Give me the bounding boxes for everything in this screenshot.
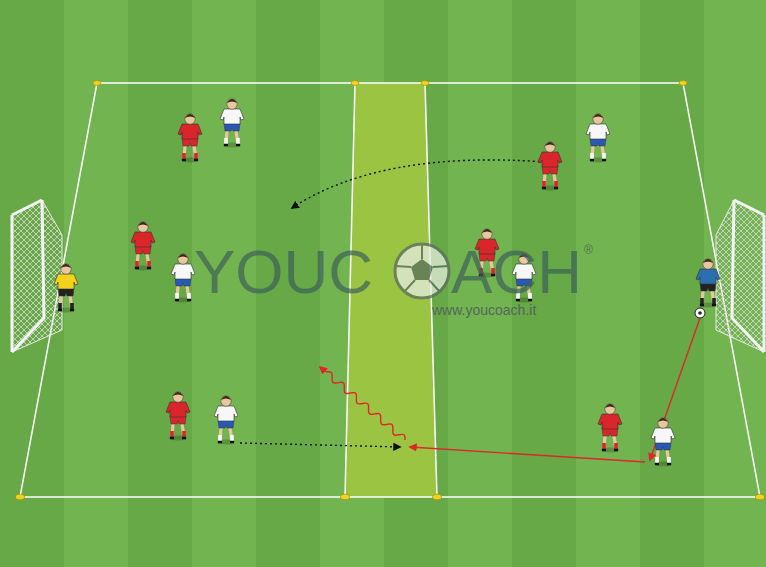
- movement-arrows: [240, 160, 700, 462]
- watermark-logo: ACH: [451, 241, 582, 303]
- cones: [16, 81, 765, 500]
- dribble-arrow: [320, 367, 405, 440]
- player-figure: [696, 259, 720, 308]
- right-goal: [716, 200, 764, 352]
- grass-stripe: [640, 0, 704, 567]
- ball: [695, 308, 705, 318]
- players: [54, 99, 720, 467]
- grass-stripe: [128, 0, 192, 567]
- player-figure: [586, 114, 610, 163]
- player-figure: [54, 264, 78, 313]
- registered-mark: ®: [584, 244, 593, 256]
- player-figure: [178, 114, 202, 163]
- pass-arrow: [650, 318, 700, 460]
- run-arrow: [292, 160, 545, 208]
- player-figure: [598, 404, 622, 453]
- player-figure: [651, 418, 675, 467]
- pass-arrow: [410, 447, 645, 462]
- left-goal: [12, 200, 62, 352]
- player-figure: [538, 142, 562, 191]
- watermark-logo: YOUC: [194, 241, 373, 303]
- watermark-url: www.youcoach.it: [432, 303, 536, 317]
- grass-stripe: [576, 0, 640, 567]
- player-figure: [166, 392, 190, 441]
- field-lines: [20, 83, 760, 497]
- player-figure: [171, 254, 195, 303]
- logo-ball: [395, 244, 449, 298]
- run-arrow: [240, 443, 400, 447]
- player-figure: [220, 99, 244, 148]
- player-figure: [131, 222, 155, 271]
- player-figure: [214, 396, 238, 445]
